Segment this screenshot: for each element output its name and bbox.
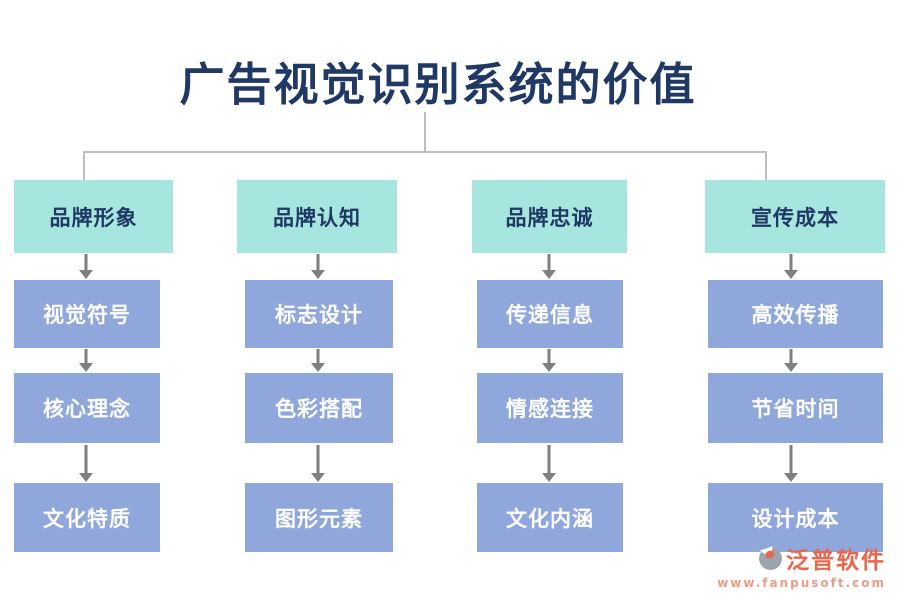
- down-arrow-icon: [310, 254, 326, 279]
- item-box: 高效传播: [708, 280, 883, 348]
- down-arrow-icon: [783, 349, 799, 372]
- item-box: 设计成本: [708, 483, 883, 552]
- down-arrow-icon: [78, 254, 94, 279]
- item-box: 标志设计: [245, 280, 393, 348]
- down-arrow-icon: [783, 445, 799, 482]
- down-arrow-icon: [541, 254, 557, 279]
- connector-horizontal-line: [83, 151, 767, 153]
- diagram-title: 广告视觉识别系统的价值: [179, 58, 697, 111]
- item-box: 色彩搭配: [245, 373, 393, 443]
- connector-drop-right-line: [765, 151, 767, 181]
- item-box: 文化内涵: [477, 483, 623, 552]
- item-box: 节省时间: [708, 373, 883, 443]
- header-box-brand-loyalty: 品牌忠诚: [472, 180, 627, 253]
- down-arrow-icon: [541, 349, 557, 372]
- item-box: 视觉符号: [14, 280, 160, 348]
- fanpu-logo-icon: [759, 545, 782, 570]
- item-box: 图形元素: [245, 483, 393, 552]
- header-box-brand-awareness: 品牌认知: [237, 180, 397, 253]
- down-arrow-icon: [783, 254, 799, 279]
- down-arrow-icon: [78, 445, 94, 482]
- item-box: 文化特质: [14, 483, 160, 552]
- connector-trunk-line: [424, 112, 426, 152]
- item-box: 情感连接: [477, 373, 623, 443]
- down-arrow-icon: [78, 349, 94, 372]
- connector-drop-left-line: [83, 151, 85, 181]
- down-arrow-icon: [310, 445, 326, 482]
- brand-url: www.fanpusoft.com: [717, 576, 886, 590]
- header-box-brand-image: 品牌形象: [14, 180, 173, 253]
- down-arrow-icon: [310, 349, 326, 372]
- brand-watermark: 泛普软件 www.fanpusoft.com: [717, 541, 886, 590]
- item-box: 传递信息: [477, 280, 623, 348]
- item-box: 核心理念: [14, 373, 160, 443]
- header-box-promotion-cost: 宣传成本: [705, 180, 885, 253]
- brand-name: 泛普软件: [786, 547, 886, 574]
- down-arrow-icon: [541, 445, 557, 482]
